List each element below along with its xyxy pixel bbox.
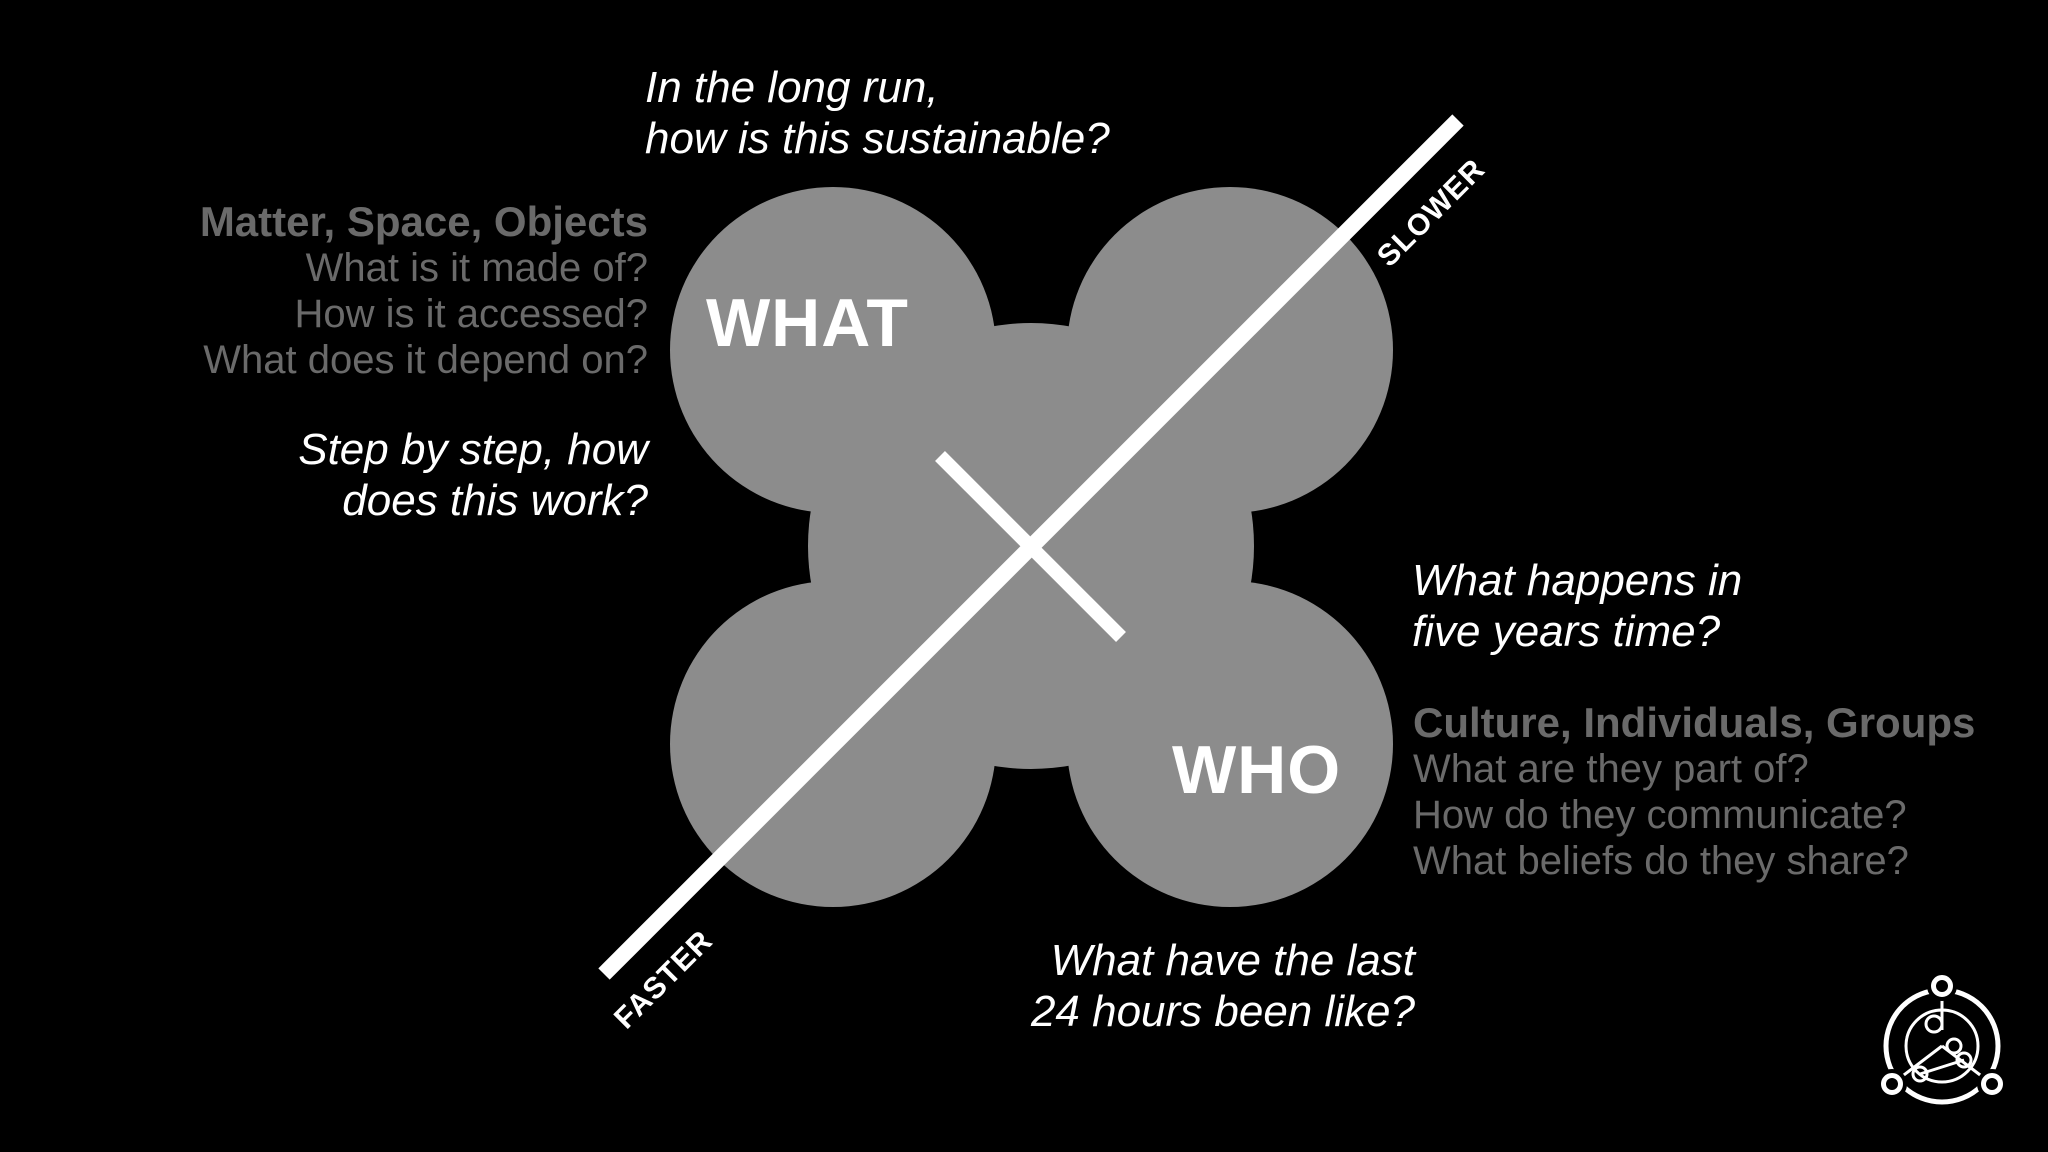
question-right: What happens in five years time? [1412,555,1742,657]
left-block-heading: Matter, Space, Objects [199,198,648,245]
question-right-line: five years time? [1412,607,1721,656]
question-top-line: In the long run, [645,63,939,112]
label-what: WHAT [706,285,909,361]
question-top: In the long run, how is this sustainable… [645,62,1110,164]
question-top-line: how is this sustainable? [645,114,1110,163]
right-block-line: What beliefs do they share? [1413,839,1909,883]
left-block-line: What is it made of? [305,246,648,290]
question-left-line: Step by step, how [298,425,648,474]
circle-bottom-right [1067,581,1393,907]
question-left-line: does this work? [342,476,648,525]
question-right-line: What happens in [1412,556,1743,605]
cross-bar [935,451,1126,642]
right-block: Culture, Individuals, Groups What are th… [1413,700,1975,884]
question-bottom-line: 24 hours been like? [1030,987,1415,1036]
left-block-line: How is it accessed? [294,292,648,336]
circle-network-logo-icon [1877,971,2007,1105]
right-block-line: What are they part of? [1413,747,1809,791]
right-block-line: How do they communicate? [1413,793,1907,837]
label-who: WHO [1172,732,1342,808]
left-block-line: What does it depend on? [203,338,648,382]
question-bottom-line: What have the last [1050,936,1415,985]
question-left: Step by step, how does this work? [298,424,648,526]
right-block-heading: Culture, Individuals, Groups [1413,699,1976,746]
left-block: Matter, Space, Objects What is it made o… [200,199,648,383]
question-bottom: What have the last 24 hours been like? [1031,935,1415,1037]
